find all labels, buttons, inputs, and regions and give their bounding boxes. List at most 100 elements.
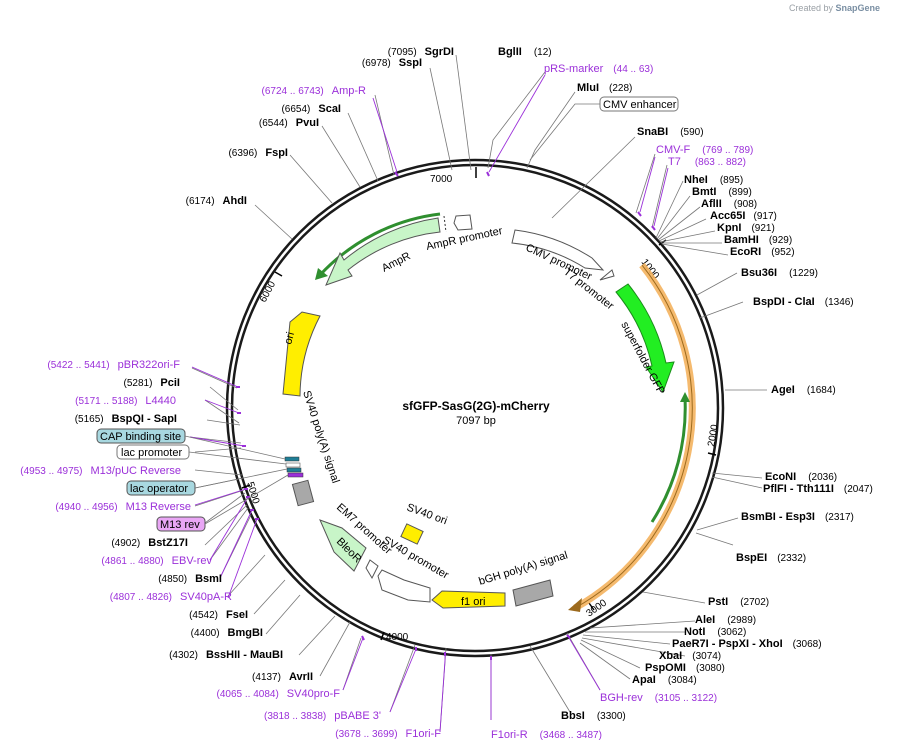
label-f1ori-f[interactable]: (3678 .. 3699)F1ori-F bbox=[335, 728, 441, 740]
label-econi[interactable]: EcoNI(2036) bbox=[765, 471, 837, 483]
label-f1ori-r[interactable]: F1ori-R(3468 .. 3487) bbox=[491, 729, 602, 741]
label-l4440[interactable]: (5171 .. 5188)L4440 bbox=[75, 395, 176, 407]
label-sgrdi[interactable]: (7095)SgrDI bbox=[388, 46, 454, 58]
ampr-divider bbox=[443, 215, 447, 233]
tick-label-2000: 2000 bbox=[706, 423, 721, 447]
lac-promoter-label[interactable]: lac promoter bbox=[121, 447, 182, 459]
label-bamhi[interactable]: BamHI(929) bbox=[724, 234, 792, 246]
feature-f1: f1 ori bbox=[461, 596, 485, 608]
cmv-enhancer-label[interactable]: CMV enhancer bbox=[603, 99, 677, 111]
feature-ori: ori bbox=[282, 331, 297, 346]
label-bsmi[interactable]: (4850)BsmI bbox=[158, 573, 222, 585]
primer-pointers bbox=[189, 74, 669, 733]
label-acc65i[interactable]: Acc65I(917) bbox=[710, 210, 777, 222]
label-paer7i[interactable]: PaeR7I - PspXI - XhoI(3068) bbox=[672, 638, 822, 650]
tick-4000 bbox=[380, 631, 385, 641]
tick-label-7000: 7000 bbox=[430, 174, 453, 185]
label-cmv-f[interactable]: CMV-F(769 .. 789) bbox=[656, 144, 753, 156]
label-t7[interactable]: T7(863 .. 882) bbox=[668, 156, 746, 168]
label-bsmbi-esp3i[interactable]: BsmBI - Esp3I(2317) bbox=[741, 511, 854, 523]
backbone-inner bbox=[230, 163, 720, 653]
label-agei[interactable]: AgeI(1684) bbox=[771, 384, 836, 396]
label-fspi[interactable]: (6396)FspI bbox=[228, 147, 288, 159]
label-prs-marker[interactable]: pRS-marker(44 .. 63) bbox=[544, 63, 653, 75]
feature-ampr: AmpR bbox=[380, 250, 413, 275]
label-ecori[interactable]: EcoRI(952) bbox=[730, 246, 795, 258]
label-bmti[interactable]: BmtI(899) bbox=[692, 186, 752, 198]
label-bsu36i[interactable]: Bsu36I(1229) bbox=[741, 267, 818, 279]
label-bsshii-maubi[interactable]: (4302)BssHII - MauBI bbox=[169, 649, 283, 661]
left-labels: (7095)SgrDI BglII(12) (6978)SspI (6724 .… bbox=[20, 46, 551, 740]
tick-5000 bbox=[241, 484, 251, 489]
label-ahdi[interactable]: (6174)AhdI bbox=[186, 195, 247, 207]
label-bbsi[interactable]: BbsI(3300) bbox=[561, 710, 626, 722]
label-nhei[interactable]: NheI(895) bbox=[684, 174, 743, 186]
label-bgh-rev[interactable]: BGH-rev(3105 .. 3122) bbox=[600, 692, 717, 704]
cap-label[interactable]: CAP binding site bbox=[100, 431, 181, 443]
label-bglii[interactable]: BglII(12) bbox=[498, 46, 552, 58]
orf-orange-arrowhead bbox=[568, 598, 582, 612]
lac-operator-label[interactable]: lac operator bbox=[130, 483, 188, 495]
label-sspi[interactable]: (6978)SspI bbox=[362, 57, 422, 69]
snapgene-logo: SnapGene bbox=[835, 3, 880, 13]
label-noti[interactable]: NotI(3062) bbox=[684, 626, 746, 638]
tick-6000 bbox=[274, 271, 283, 277]
sv40-polya-shape bbox=[291, 479, 315, 507]
label-pcii[interactable]: (5281)PciI bbox=[124, 377, 180, 389]
right-leaders bbox=[487, 71, 767, 720]
label-pbr322ori-f[interactable]: (5422 .. 5441)pBR322ori-F bbox=[47, 359, 180, 371]
sv40-promoter-shape bbox=[377, 569, 431, 603]
em7-promoter-shape bbox=[365, 559, 379, 580]
tick-2000 bbox=[707, 452, 717, 456]
t7-promoter-shape bbox=[599, 269, 615, 281]
label-sv40pa-r[interactable]: (4807 .. 4826)SV40pA-R bbox=[110, 591, 232, 603]
orf-green-arrowhead bbox=[680, 392, 690, 402]
label-psti[interactable]: PstI(2702) bbox=[708, 596, 769, 608]
label-amp-r[interactable]: (6724 .. 6743)Amp-R bbox=[262, 85, 367, 97]
label-m13puc-reverse[interactable]: (4953 .. 4975)M13/pUC Reverse bbox=[20, 465, 181, 477]
feature-sv40-polya: SV40 poly(A) signal bbox=[300, 389, 341, 485]
label-snabi[interactable]: SnaBI(590) bbox=[637, 126, 704, 138]
label-ebv-rev[interactable]: (4861 .. 4880)EBV-rev bbox=[101, 555, 212, 567]
feature-bgh: bGH poly(A) signal bbox=[477, 549, 569, 587]
label-fsei[interactable]: (4542)FseI bbox=[189, 609, 248, 621]
plasmid-size: 7097 bp bbox=[456, 415, 496, 427]
label-kpni[interactable]: KpnI(921) bbox=[717, 222, 775, 234]
label-scai[interactable]: (6654)ScaI bbox=[281, 103, 341, 115]
tick-3000 bbox=[588, 602, 595, 611]
label-apai[interactable]: ApaI(3084) bbox=[632, 674, 697, 686]
bgh-polya-shape bbox=[512, 579, 554, 607]
feature-sv40-ori: SV40 ori bbox=[405, 502, 449, 528]
ampr-green-arrowhead bbox=[315, 268, 328, 280]
bleor-shape bbox=[319, 519, 367, 572]
label-bspdi-clai[interactable]: BspDI - ClaI(1346) bbox=[753, 296, 854, 308]
label-pbabe3[interactable]: (3818 .. 3838)pBABE 3' bbox=[264, 710, 381, 722]
label-bspqi-sapi[interactable]: (5165)BspQI - SapI bbox=[75, 413, 177, 425]
label-bspei[interactable]: BspEI(2332) bbox=[736, 552, 806, 564]
label-bmgbi[interactable]: (4400)BmgBI bbox=[191, 627, 263, 639]
boxed-labels: CMV enhancer CAP binding site lac promot… bbox=[96, 96, 679, 532]
m13rev-label[interactable]: M13 rev bbox=[160, 519, 200, 531]
label-avrii[interactable]: (4137)AvrII bbox=[252, 671, 313, 683]
lac-feature-4 bbox=[287, 472, 304, 478]
lac-feature-2 bbox=[285, 462, 301, 468]
box-connectors bbox=[184, 103, 600, 525]
lac-feature-3 bbox=[286, 467, 302, 473]
right-labels: pRS-marker(44 .. 63) MluI(228) SnaBI(590… bbox=[491, 63, 873, 741]
label-pflfi[interactable]: PflFI - Tth111I(2047) bbox=[763, 483, 873, 495]
ampr-green-arc bbox=[318, 212, 441, 277]
orf-orange-line bbox=[574, 264, 693, 609]
label-sv40pro-f[interactable]: (4065 .. 4084)SV40pro-F bbox=[217, 688, 341, 700]
sfgfp-shape bbox=[615, 283, 675, 394]
label-mlui[interactable]: MluI(228) bbox=[577, 82, 632, 94]
label-pvui[interactable]: (6544)PvuI bbox=[259, 117, 319, 129]
label-m13-reverse[interactable]: (4940 .. 4956)M13 Reverse bbox=[55, 501, 191, 513]
f1-ori-shape bbox=[431, 590, 506, 609]
label-pspomi[interactable]: PspOMI(3080) bbox=[645, 662, 725, 674]
label-alei[interactable]: AleI(2989) bbox=[695, 614, 756, 626]
label-aflii[interactable]: AflII(908) bbox=[701, 198, 757, 210]
label-xbai[interactable]: XbaI(3074) bbox=[659, 650, 721, 662]
tick-label-4000: 4000 bbox=[386, 632, 409, 643]
label-bstz17i[interactable]: (4902)BstZ17I bbox=[111, 537, 188, 549]
ori-shape bbox=[282, 311, 321, 397]
